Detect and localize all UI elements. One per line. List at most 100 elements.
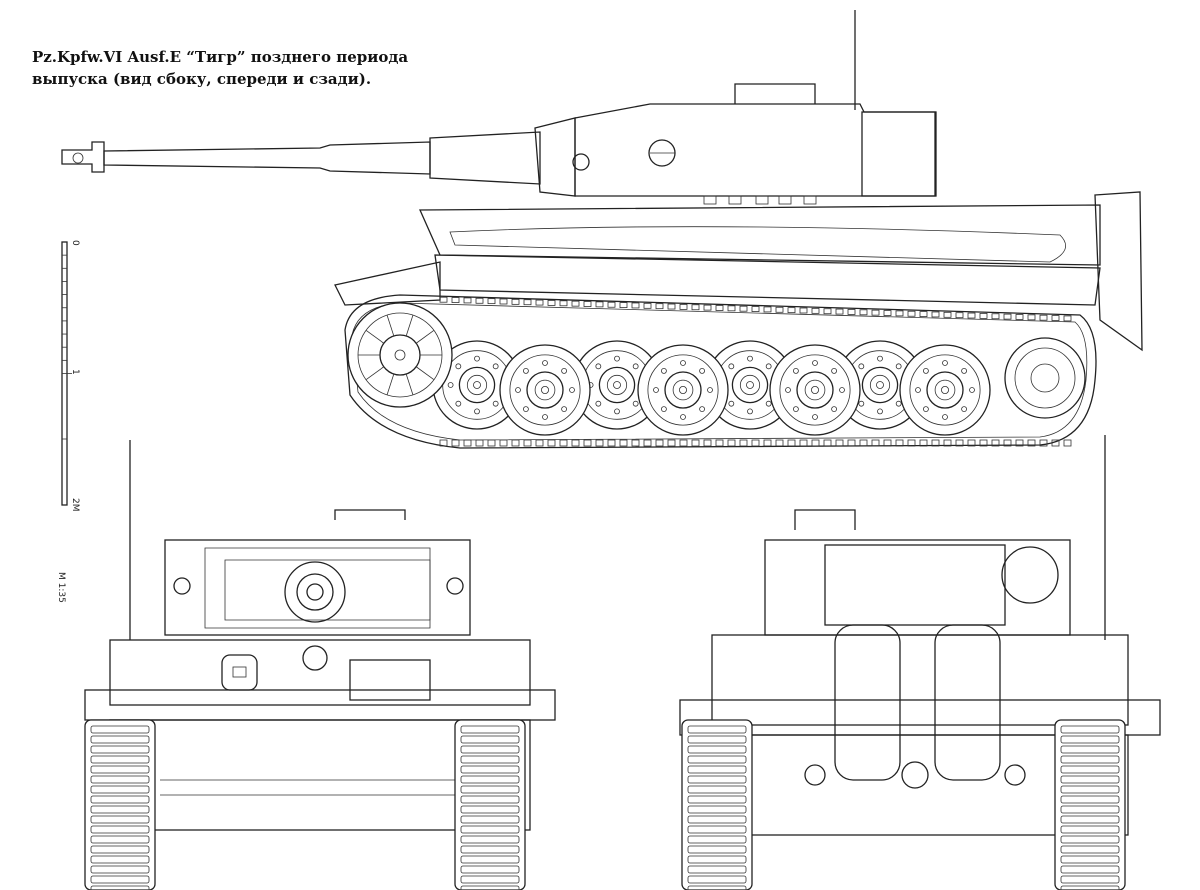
track-link	[583, 439, 592, 447]
track-link	[499, 298, 508, 305]
track-link	[871, 309, 880, 316]
track-link	[859, 309, 868, 316]
track-link	[687, 735, 747, 744]
track-link	[907, 439, 916, 447]
track-link	[619, 302, 628, 309]
commander-cupola	[734, 83, 816, 104]
pistol-port	[755, 195, 769, 205]
track-link	[883, 310, 892, 316]
track-link	[823, 439, 832, 447]
track-link	[1060, 865, 1120, 874]
pistol-port	[703, 195, 717, 205]
rear-plate	[711, 634, 1129, 726]
track-link	[691, 304, 700, 311]
track-link	[460, 825, 520, 834]
track-link	[643, 439, 652, 447]
track-link	[1060, 785, 1120, 794]
track-link	[835, 439, 844, 447]
track-link	[460, 735, 520, 744]
track-link	[1003, 313, 1012, 320]
track-link	[811, 439, 820, 447]
drawing-title: Pz.Kpfw.VI Ausf.E “Тигр” позднего период…	[32, 46, 408, 90]
exhaust-left	[834, 624, 901, 781]
track-link	[460, 855, 520, 864]
track-link	[460, 815, 520, 824]
track-link	[687, 815, 747, 824]
title-line-1: Pz.Kpfw.VI Ausf.E “Тигр” позднего период…	[32, 48, 409, 66]
track-link	[991, 439, 1000, 447]
track-link	[1027, 314, 1036, 321]
hull-side	[434, 254, 1101, 306]
track-link	[847, 309, 856, 315]
track-link	[460, 755, 520, 764]
track-link	[451, 439, 460, 447]
machine-gun	[302, 645, 328, 671]
track-link	[895, 310, 904, 317]
track-link	[775, 306, 784, 313]
track-link	[679, 303, 688, 310]
track-link	[523, 299, 532, 306]
track-link	[763, 306, 772, 313]
track-link	[607, 301, 616, 308]
track-link	[1015, 439, 1024, 447]
track-link	[687, 765, 747, 774]
track-link	[487, 298, 496, 305]
track-link	[511, 439, 520, 447]
track-link	[90, 875, 150, 884]
track-link	[460, 845, 520, 854]
track-link	[631, 439, 640, 447]
track-link	[460, 725, 520, 734]
rear-view	[679, 435, 1161, 890]
track-link	[1027, 439, 1036, 447]
track-link	[799, 439, 808, 447]
track-link	[687, 865, 747, 874]
track-link	[460, 835, 520, 844]
track-link	[460, 785, 520, 794]
track-link	[871, 439, 880, 447]
track-link	[547, 300, 556, 306]
track-link	[931, 439, 940, 447]
track-link	[687, 875, 747, 884]
track-link	[1015, 314, 1024, 320]
track-link	[739, 439, 748, 447]
track-link	[1060, 845, 1120, 854]
track-link	[687, 775, 747, 784]
track-link	[90, 805, 150, 814]
pistol-port	[728, 195, 742, 205]
track-link	[643, 302, 652, 309]
track-link	[943, 439, 952, 447]
track-link	[847, 439, 856, 447]
track-link	[547, 439, 556, 447]
rear-stowage	[1094, 191, 1143, 352]
track-link	[1060, 815, 1120, 824]
stowage-bin	[861, 111, 937, 197]
gun-sleeve	[429, 131, 541, 185]
muzzle-brake	[61, 141, 105, 173]
front-fender	[334, 261, 441, 306]
track-link	[703, 304, 712, 311]
track	[454, 719, 526, 890]
track-link	[967, 439, 976, 447]
track-link	[967, 312, 976, 319]
track-link	[90, 735, 150, 744]
track-link	[90, 825, 150, 834]
track-link	[655, 303, 664, 310]
track-link	[90, 765, 150, 774]
track-link	[919, 311, 928, 318]
track-link	[1003, 439, 1012, 447]
track-link	[943, 311, 952, 318]
track-link	[687, 745, 747, 754]
drive-sprocket	[347, 302, 453, 408]
track	[344, 294, 1097, 449]
track-link	[1060, 765, 1120, 774]
track-link	[1060, 755, 1120, 764]
track-link	[955, 439, 964, 447]
track-link	[1060, 775, 1120, 784]
track-link	[715, 305, 724, 311]
road-wheel	[499, 344, 591, 436]
track-link	[607, 439, 616, 447]
track-link	[811, 307, 820, 314]
track-link	[667, 303, 676, 310]
track-link	[687, 855, 747, 864]
